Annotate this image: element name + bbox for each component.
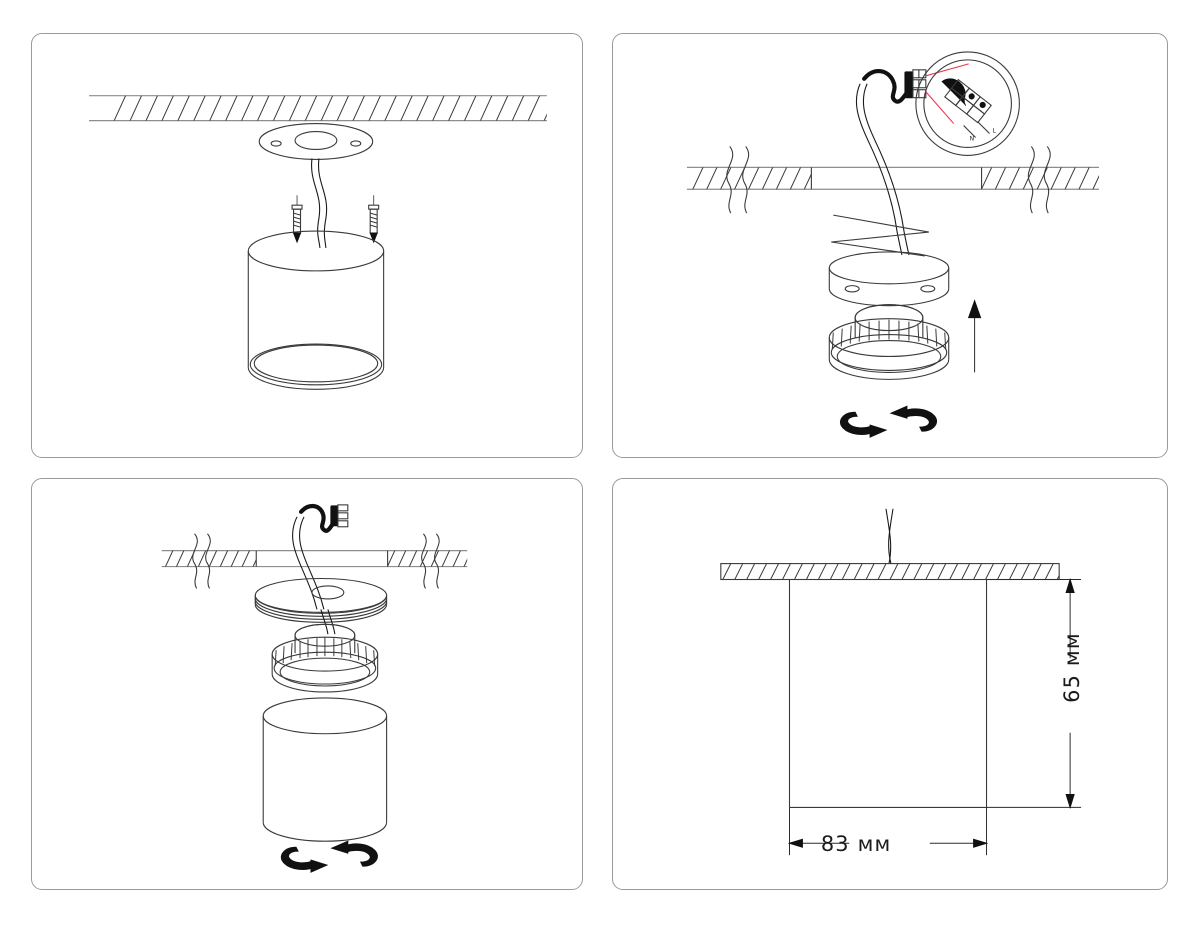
height-dimension: 65 мм bbox=[986, 577, 1084, 810]
terminal-block bbox=[292, 504, 349, 610]
base-screw-hole-right bbox=[920, 285, 936, 293]
detail-circle: N L bbox=[915, 51, 1020, 156]
terminal-block-body bbox=[330, 504, 349, 528]
luminaire-body bbox=[247, 230, 385, 390]
slab-hatching bbox=[722, 563, 1060, 580]
rotate-arrow bbox=[280, 840, 378, 873]
detail-leader bbox=[925, 63, 969, 124]
ceiling-slab bbox=[89, 95, 547, 122]
panel-1-drawing bbox=[89, 95, 547, 390]
mounting-base bbox=[828, 251, 950, 307]
screw-hole-left bbox=[270, 140, 282, 147]
knurled-module bbox=[828, 304, 950, 380]
ceiling-section bbox=[686, 146, 1100, 214]
panel-step-4: 65 мм 83 мм bbox=[612, 478, 1168, 890]
slab-hatching bbox=[113, 95, 547, 121]
ceiling-slab bbox=[720, 563, 1060, 581]
push-up-arrow bbox=[967, 299, 982, 373]
terminal-block bbox=[855, 69, 927, 256]
panel-step-3 bbox=[31, 478, 583, 890]
panel-step-2: N L bbox=[612, 33, 1168, 458]
break-symbol-left bbox=[192, 533, 211, 589]
cable-slack-symbol bbox=[831, 214, 929, 257]
screw-hole-right bbox=[350, 140, 362, 147]
terminal-live-label: L bbox=[993, 128, 997, 135]
detail-content: N L bbox=[941, 78, 997, 142]
mounting-disc bbox=[254, 577, 388, 623]
terminal-block-body bbox=[904, 69, 927, 99]
cable bbox=[311, 158, 328, 249]
break-symbol-left bbox=[726, 146, 750, 214]
module-wire bbox=[320, 609, 336, 635]
break-symbol-right bbox=[1027, 146, 1051, 214]
ceiling-section bbox=[161, 533, 468, 589]
screw-right bbox=[368, 195, 380, 244]
luminaire-body bbox=[262, 697, 388, 842]
mounting-plate bbox=[258, 123, 374, 160]
luminaire-outline bbox=[788, 579, 988, 808]
base-screw-hole-left bbox=[844, 285, 860, 293]
terminal-neutral-label: N bbox=[970, 135, 974, 142]
panel-2-drawing: N L bbox=[686, 51, 1100, 438]
width-dimension-label: 83 мм bbox=[821, 832, 892, 856]
disc-center-hole bbox=[311, 585, 345, 600]
screw-left bbox=[291, 195, 303, 244]
panel-3-drawing bbox=[161, 504, 468, 873]
height-dimension-label: 65 мм bbox=[1060, 632, 1084, 703]
knurl-ticks bbox=[831, 319, 947, 350]
panel-4-drawing: 65 мм 83 мм bbox=[720, 508, 1084, 856]
panel-step-1 bbox=[31, 33, 583, 458]
knurled-module bbox=[271, 623, 379, 693]
width-dimension: 83 мм bbox=[787, 807, 989, 856]
break-symbol-right bbox=[421, 533, 440, 589]
rotate-arrow bbox=[839, 405, 938, 438]
knurl-ticks bbox=[274, 637, 376, 667]
cable bbox=[885, 508, 894, 564]
